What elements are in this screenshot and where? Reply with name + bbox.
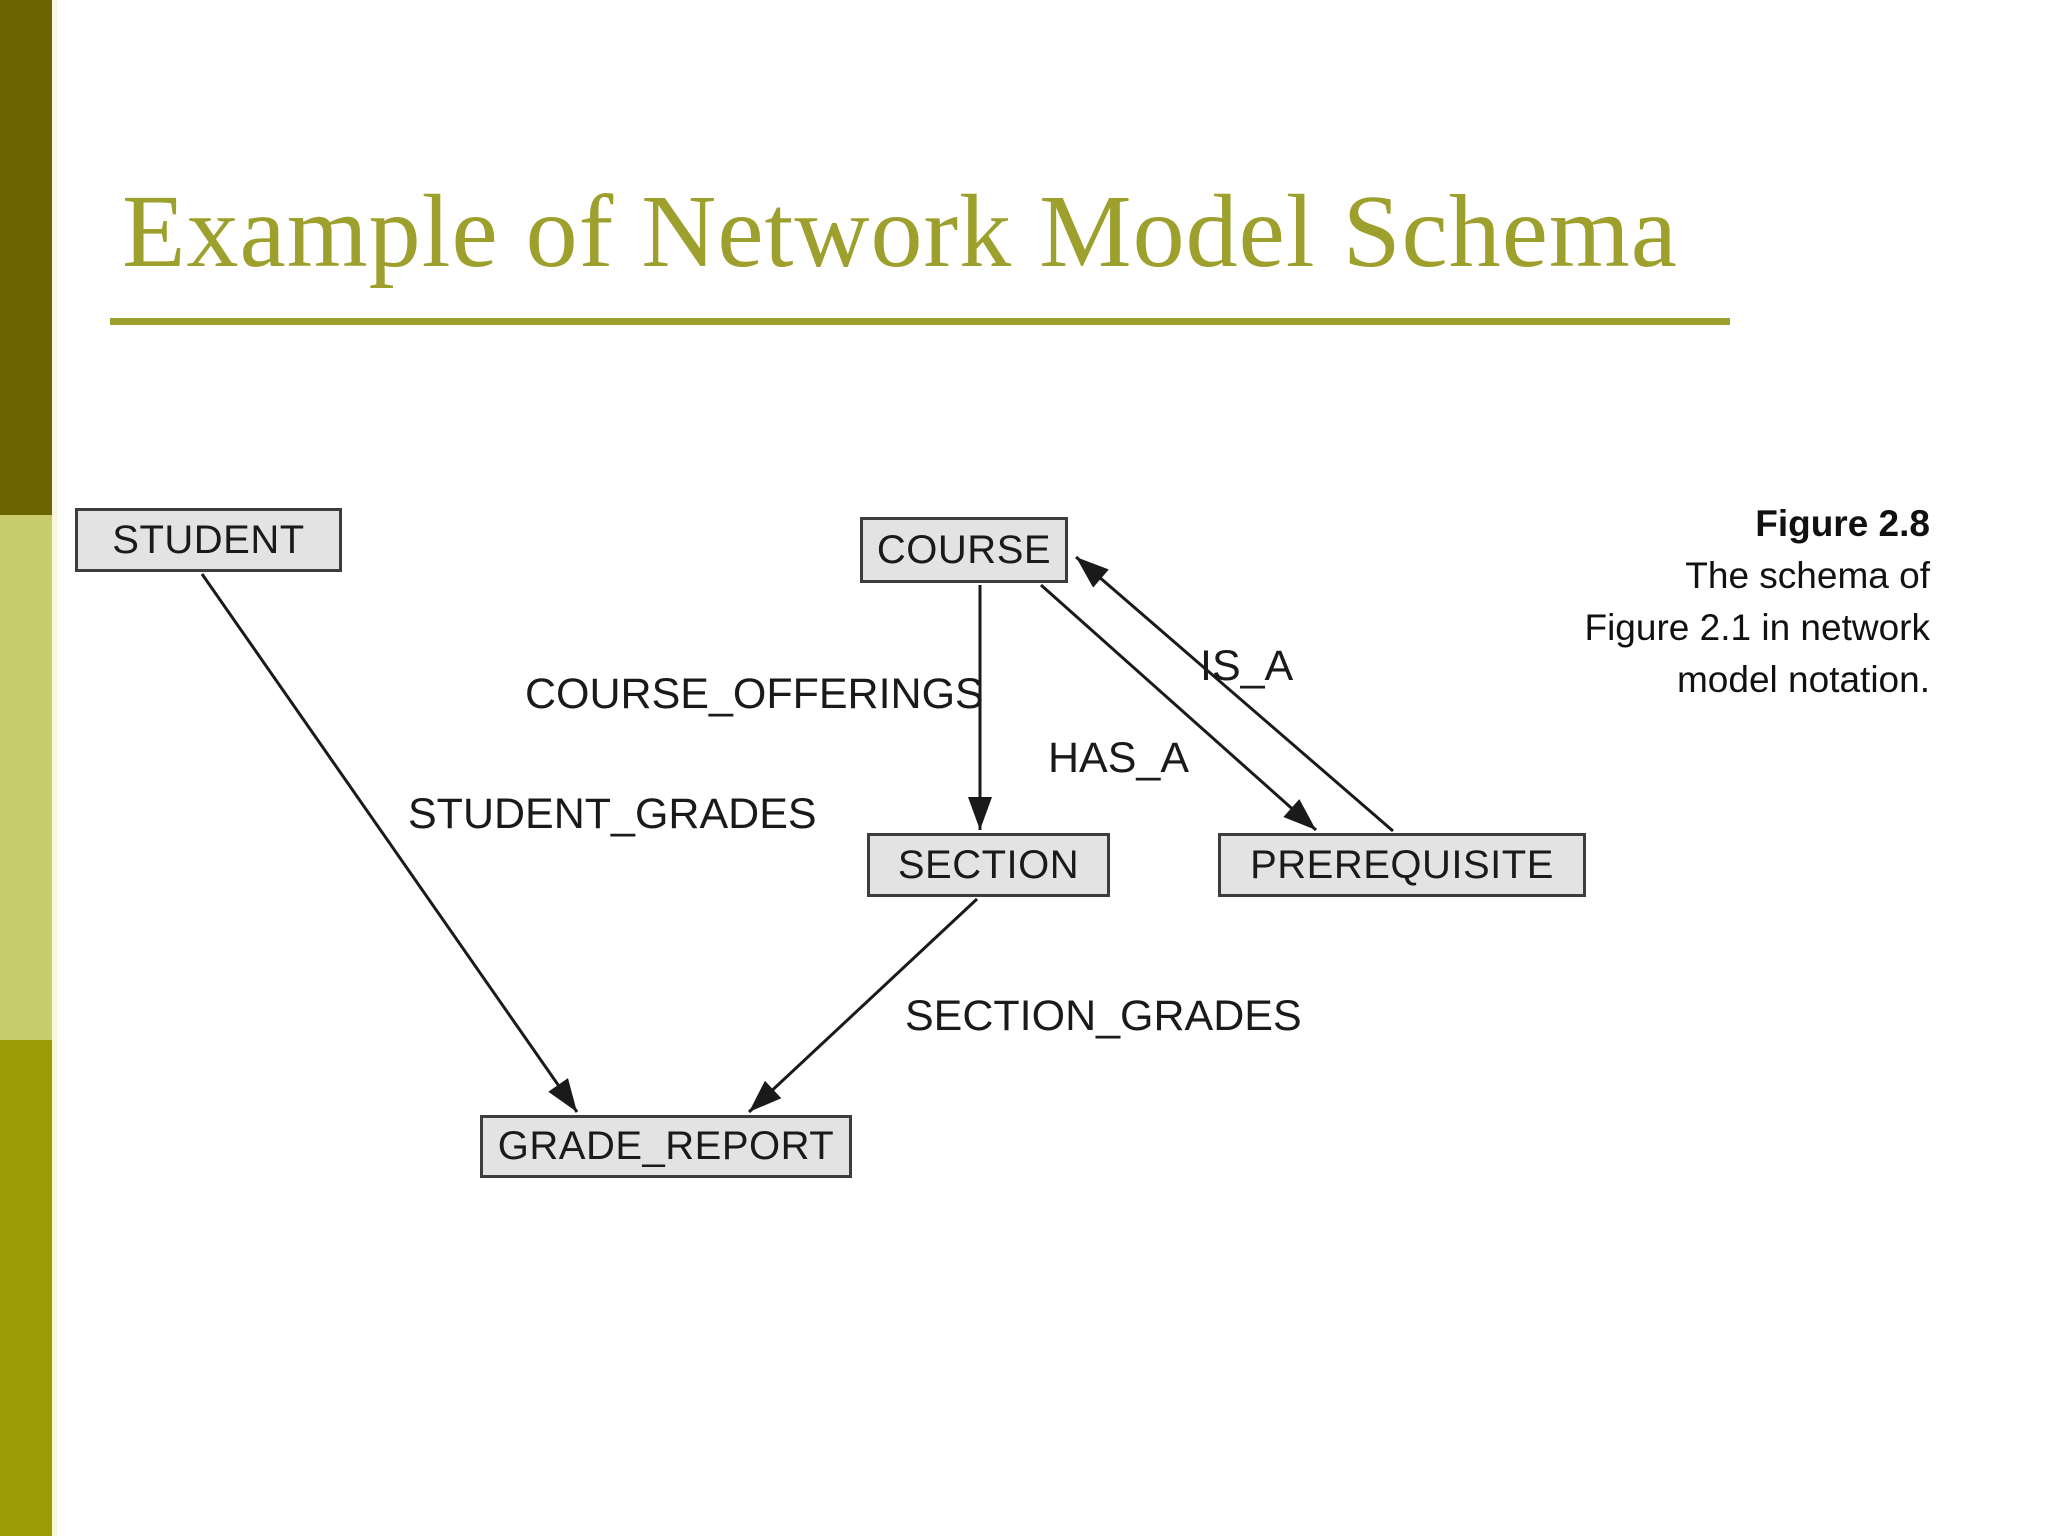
node-section: SECTION [867, 833, 1110, 897]
sidebar-segment-dark [0, 0, 52, 515]
node-course: COURSE [860, 517, 1068, 583]
edge-label-course_offerings: COURSE_OFFERINGS [525, 670, 984, 718]
figure-caption: Figure 2.8 The schema of Figure 2.1 in n… [1584, 498, 1930, 706]
node-prerequisite: PREREQUISITE [1218, 833, 1586, 897]
edge-label-is_a: IS_A [1200, 642, 1294, 690]
edge-student_grades [200, 573, 579, 1113]
node-grade_report: GRADE_REPORT [480, 1115, 852, 1178]
figure-caption-heading: Figure 2.8 [1755, 503, 1930, 544]
edge-label-student_grades: STUDENT_GRADES [408, 790, 817, 838]
figure-caption-line: The schema of [1685, 555, 1930, 596]
edge-is_a [1075, 555, 1394, 833]
edge-has_a [1040, 583, 1317, 832]
sidebar-segment-light [0, 515, 52, 1040]
sidebar-segment-medium [0, 1040, 52, 1536]
figure-caption-line: model notation. [1676, 659, 1930, 700]
edge-label-section_grades: SECTION_GRADES [905, 992, 1302, 1040]
edge-section_grades [747, 897, 979, 1114]
title-underline [110, 318, 1730, 325]
node-student: STUDENT [75, 508, 342, 572]
edge-label-has_a: HAS_A [1048, 734, 1190, 782]
slide-title: Example of Network Model Schema [122, 174, 1678, 289]
figure-caption-line: Figure 2.1 in network [1584, 607, 1930, 648]
sidebar-accent-bar [0, 0, 57, 1536]
